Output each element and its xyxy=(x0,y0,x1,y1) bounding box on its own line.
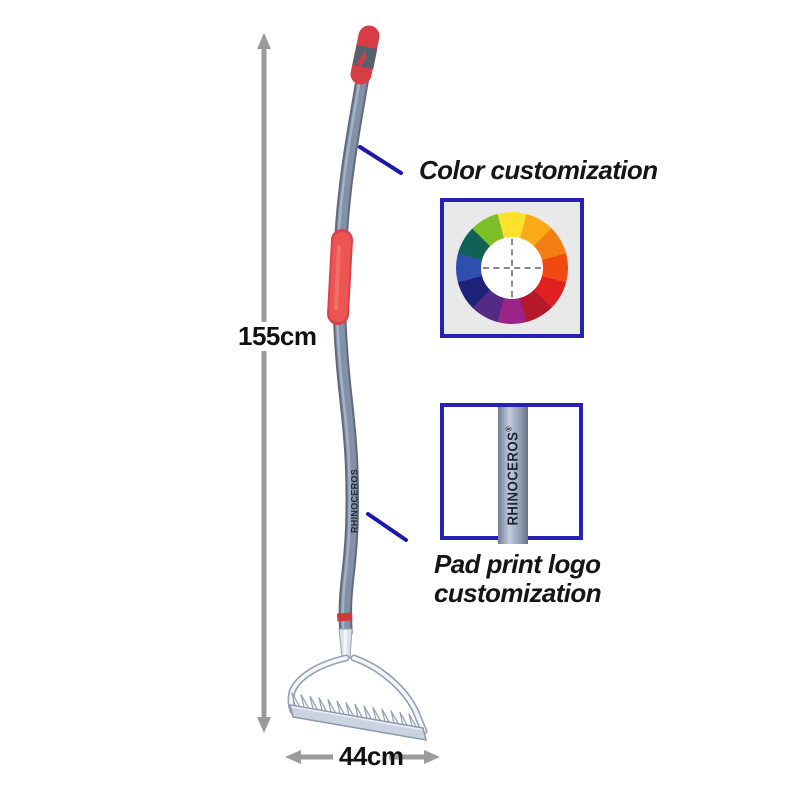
color-wheel xyxy=(456,212,568,324)
head-bar xyxy=(288,704,428,741)
color-wheel-panel xyxy=(440,198,584,338)
height-arrow xyxy=(257,33,271,733)
pad-print-label-line1: Pad print logo xyxy=(434,549,601,579)
width-arrow-head-right xyxy=(424,750,440,764)
height-arrow-head-top xyxy=(257,33,271,49)
rake: RHINOCEROS xyxy=(287,25,428,741)
color-wheel-center xyxy=(481,237,543,299)
brand-logo-text: RHINOCEROS® xyxy=(505,426,522,525)
registered-mark: ® xyxy=(504,425,514,432)
rake-head xyxy=(287,612,428,741)
pole-brand-text: RHINOCEROS xyxy=(350,469,360,533)
crosshair-vertical xyxy=(511,239,513,297)
rake-middle-grip xyxy=(327,229,353,325)
width-arrow xyxy=(285,750,440,764)
rake-top-grip xyxy=(350,25,380,85)
rake-pole xyxy=(332,37,375,639)
logo-callout-line xyxy=(366,512,408,542)
height-dimension-label: 155cm xyxy=(234,322,321,352)
logo-print-panel: RHINOCEROS® xyxy=(440,403,583,544)
pad-print-label-line2: customization xyxy=(434,578,602,608)
color-customization-label: Color customization xyxy=(419,155,658,185)
color-callout-line xyxy=(358,145,403,175)
width-dimension-label: 44cm xyxy=(339,741,404,771)
brand-name: RHINOCEROS xyxy=(504,431,522,526)
pad-print-label: Pad print logo customization xyxy=(434,549,602,608)
ferrule-red-ring xyxy=(337,612,353,622)
logo-pole-closeup: RHINOCEROS® xyxy=(498,407,528,544)
grip-red-stripe xyxy=(357,50,366,67)
width-arrow-head-left xyxy=(285,750,301,764)
height-arrow-head-bottom xyxy=(257,717,271,733)
rake-teeth xyxy=(291,692,420,733)
